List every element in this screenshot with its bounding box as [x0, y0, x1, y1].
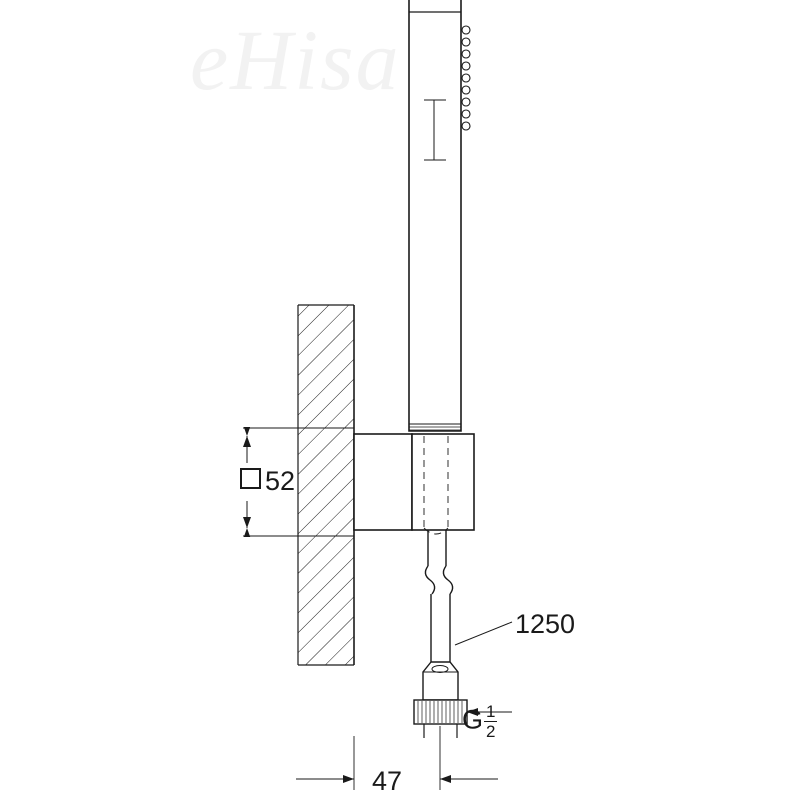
wall-section: [297, 304, 355, 666]
dimension-value-52: 52: [265, 466, 296, 496]
dimension-label-47: 47: [372, 766, 402, 797]
hand-shower-wand: [408, 0, 471, 432]
dimension-47: [296, 726, 498, 790]
thread-numerator: 1: [486, 702, 496, 721]
wand-grip-band: [409, 423, 461, 431]
spray-nozzles: [461, 25, 471, 131]
dimension-value-1250: 1250: [515, 609, 576, 639]
thread-denominator: 2: [486, 722, 496, 741]
dimension-thread-leader: [467, 708, 512, 716]
dimension-label-1250: 1250: [515, 609, 575, 640]
wall-bracket-holder: [353, 433, 475, 535]
shower-hose: [413, 530, 468, 738]
dimension-52: [243, 427, 354, 537]
thread-prefix-label: G: [462, 704, 484, 735]
dimension-1250-leader: [454, 621, 513, 646]
thread-fraction: 1 2: [484, 702, 498, 741]
dimension-label-thread: G 1 2: [462, 703, 498, 740]
knurled-nut-texture: [417, 701, 463, 723]
fraction-bar: [484, 721, 498, 722]
dimension-value-47: 47: [372, 766, 403, 796]
dimension-label-52: 52: [240, 466, 295, 497]
square-section-icon: [240, 468, 261, 489]
